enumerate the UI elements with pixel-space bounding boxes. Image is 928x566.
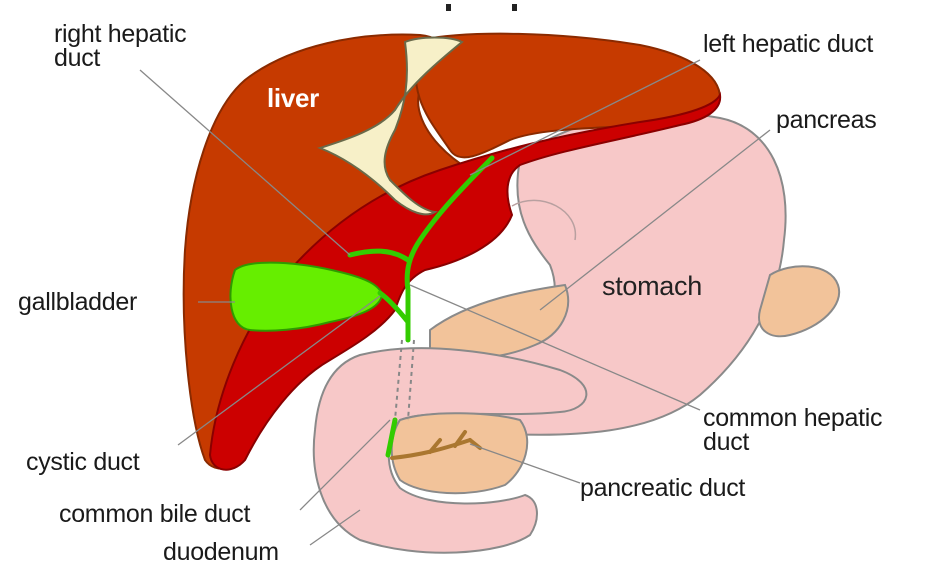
label-cystic-duct: cystic duct bbox=[26, 450, 139, 474]
label-pancreas: pancreas bbox=[776, 108, 876, 132]
label-pancreatic-duct: pancreatic duct bbox=[580, 476, 745, 500]
label-stomach: stomach bbox=[602, 274, 702, 298]
label-common-hepatic-duct: common hepatic duct bbox=[703, 406, 882, 454]
label-duodenum: duodenum bbox=[163, 540, 279, 564]
label-left-hepatic-duct: left hepatic duct bbox=[703, 32, 873, 56]
pancreas-head bbox=[392, 413, 527, 493]
label-liver: liver bbox=[267, 86, 319, 110]
label-gallbladder: gallbladder bbox=[18, 290, 137, 314]
pancreas-tail bbox=[759, 266, 839, 336]
label-common-bile-duct: common bile duct bbox=[59, 502, 250, 526]
label-right-hepatic-duct: right hepatic duct bbox=[54, 22, 186, 70]
top-marks bbox=[446, 4, 517, 11]
